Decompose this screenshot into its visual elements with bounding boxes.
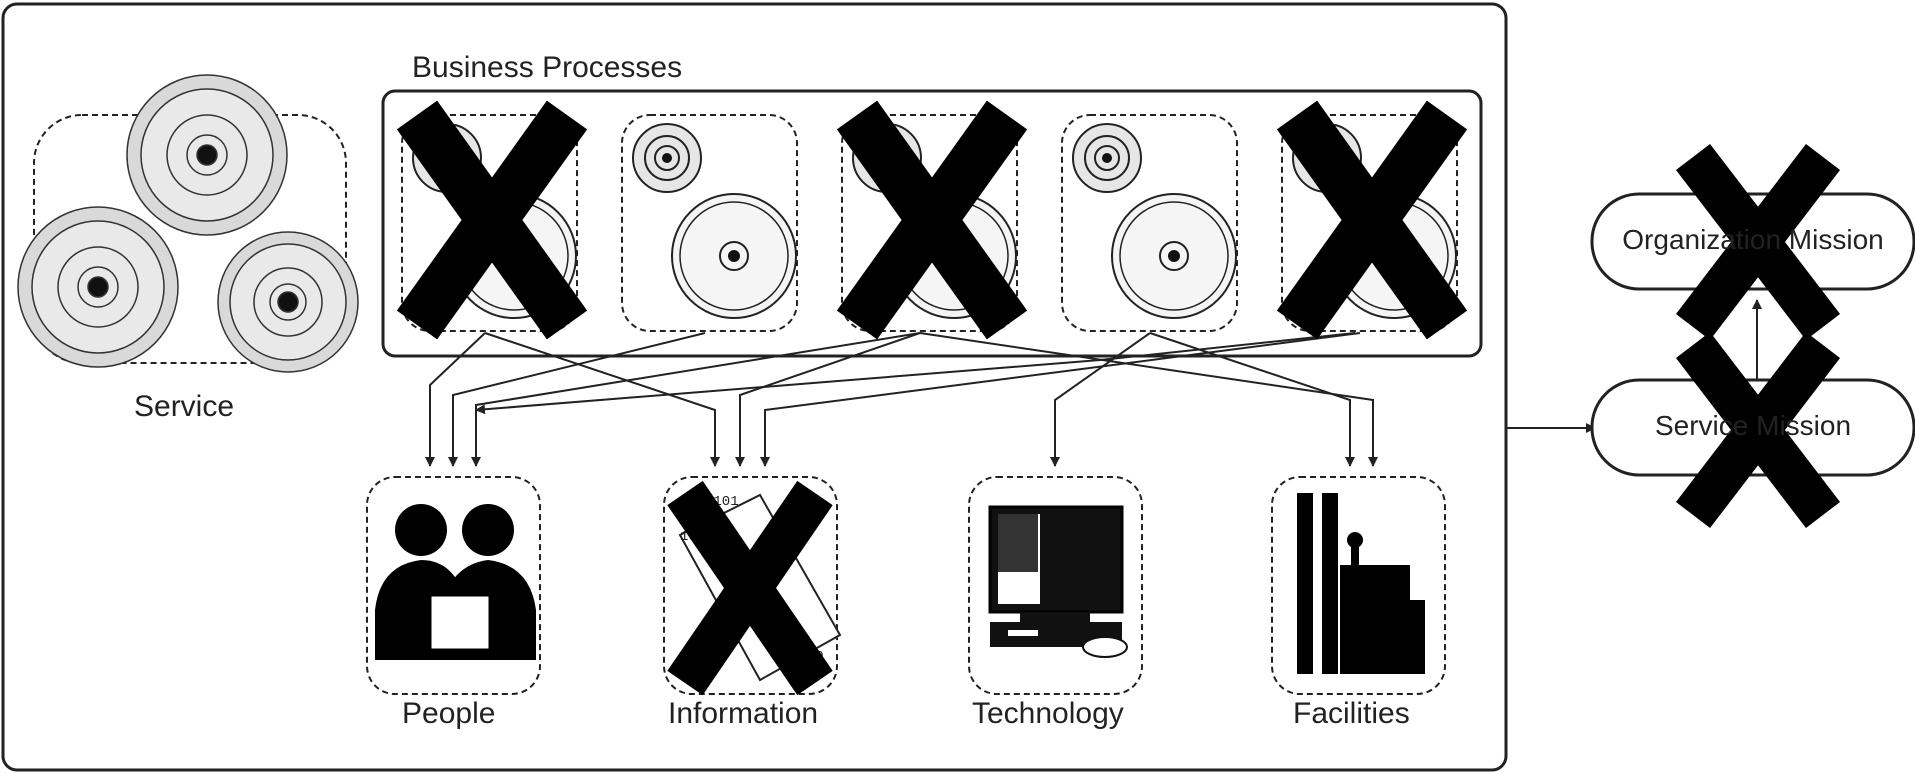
- gear-icon: [17, 74, 359, 373]
- process-card: [841, 114, 1018, 332]
- people-icon: [375, 504, 536, 660]
- business-processes-box: [381, 89, 1483, 358]
- organization-mission-label: Organization Mission: [1622, 224, 1884, 255]
- computer-icon: [988, 505, 1128, 658]
- process-cross-mark: [396, 100, 588, 340]
- process-resource-arrows: [425, 299, 1762, 467]
- resource-card-facilities: [1271, 476, 1446, 695]
- service-mission-cross-mark: [1675, 331, 1841, 529]
- technology-label: Technology: [972, 697, 1124, 730]
- resource-card-technology: [968, 476, 1143, 695]
- process-card: [401, 114, 578, 332]
- process-card: [1281, 114, 1458, 332]
- people-label: People: [402, 697, 496, 730]
- information-cross-mark: [667, 480, 833, 696]
- facilities-label: Facilities: [1293, 697, 1410, 730]
- process-card: [621, 114, 798, 332]
- business-processes-label: Business Processes: [412, 51, 683, 84]
- service-gears-card: [17, 74, 359, 373]
- factory-icon: [1297, 493, 1425, 674]
- service-mission-label: Service Mission: [1654, 410, 1852, 441]
- service-label: Service: [134, 390, 235, 423]
- information-label: Information: [668, 697, 819, 730]
- process-cross-mark: [1276, 100, 1468, 340]
- organization-mission-cross-mark: [1675, 143, 1841, 341]
- resource-card-people: [366, 476, 541, 695]
- process-cross-mark: [836, 100, 1028, 340]
- process-card: [1061, 114, 1238, 332]
